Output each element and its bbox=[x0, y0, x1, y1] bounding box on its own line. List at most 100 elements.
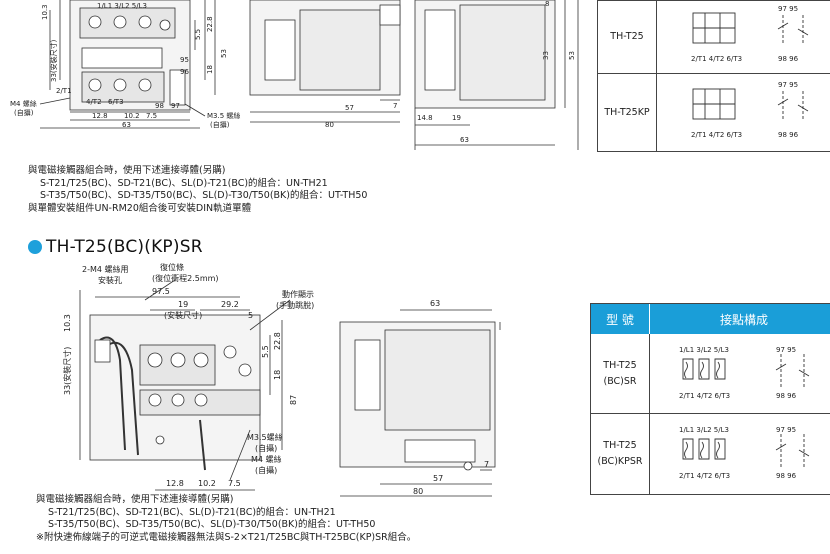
aux-97-top: 97 bbox=[171, 102, 180, 110]
dim-top-63: 63 bbox=[122, 121, 131, 129]
dim-bottom-55: 5.5 bbox=[261, 345, 270, 358]
dim-top-102: 10.2 bbox=[124, 112, 140, 120]
top-table-row1-model: TH-T25 bbox=[610, 31, 644, 42]
dim-top-80: 80 bbox=[325, 121, 334, 129]
bottom-front-body bbox=[89, 314, 261, 461]
top-row1-terminals: 2/T1 4/T2 6/T3 bbox=[691, 55, 742, 63]
callout-top-m4: M4 螺絲 bbox=[10, 99, 37, 108]
table-header-contacts: 接點構成 bbox=[650, 304, 830, 334]
bottom-contact-table: 型 號 接點構成 TH-T25 (BC)SR TH-T25 (BC)KPSR 1… bbox=[590, 303, 830, 495]
aux-98-top: 98 bbox=[155, 102, 164, 110]
top-table-schematics: 2/T1 4/T2 6/T3 97 95 98 96 2/T1 4/T2 6/T… bbox=[691, 5, 809, 139]
dim-bottom-5: 5 bbox=[248, 311, 253, 320]
label-mount-screw-1: 2-M4 螺絲用 bbox=[82, 264, 129, 274]
dim-top-57: 57 bbox=[345, 104, 354, 112]
dim-top-53b: 53 bbox=[568, 51, 576, 60]
dim-bottom-80: 80 bbox=[413, 487, 423, 496]
dim-bottom-7: 7 bbox=[484, 460, 489, 469]
bottom-row2-aux-bot: 98 96 bbox=[776, 472, 797, 480]
top-row2-aux-bot: 98 96 bbox=[778, 131, 799, 139]
callout-bottom-m35-note: (自攝) bbox=[255, 443, 277, 453]
dim-top-55: 5.5 bbox=[194, 29, 202, 40]
bottom-row2-terminals-bot: 2/T1 4/T2 6/T3 bbox=[679, 472, 730, 480]
dim-top-63b: 63 bbox=[460, 136, 469, 144]
label-reset-rod-1: 復位條 bbox=[160, 262, 184, 272]
term-6t3-top: 6/T3 bbox=[108, 98, 124, 106]
term-2t1-top: 2/T1 bbox=[56, 87, 72, 95]
dim-bottom-975: 97.5 bbox=[152, 287, 170, 296]
bottom-row1-terminals-top: 1/L1 3/L2 5/L3 bbox=[679, 346, 729, 354]
dim-top-18: 18 bbox=[206, 65, 214, 74]
dim-bottom-87: 87 bbox=[289, 395, 298, 405]
label-mount-screw-2: 安裝孔 bbox=[98, 275, 122, 285]
dim-top-228: 22.8 bbox=[206, 16, 214, 32]
dim-top-7: 7 bbox=[393, 102, 397, 110]
callout-bottom-m4: M4 螺絲 bbox=[251, 454, 282, 464]
table-header-model: 型 號 bbox=[591, 304, 650, 334]
top-row1-aux-bot: 98 96 bbox=[778, 55, 799, 63]
dim-bottom-63: 63 bbox=[430, 299, 440, 308]
dim-top-53: 53 bbox=[220, 49, 228, 58]
section-title: TH-T25(BC)(KP)SR bbox=[28, 236, 203, 258]
bottom-row2-model-2: (BC)KPSR bbox=[597, 456, 643, 467]
dim-bottom-19: 19 bbox=[178, 300, 188, 309]
bottom-row2-terminals-top: 1/L1 3/L2 5/L3 bbox=[679, 426, 729, 434]
dim-bottom-103: 10.3 bbox=[63, 314, 72, 332]
dim-bottom-mount-pitch: 33(安裝尺寸) bbox=[62, 347, 72, 395]
bottom-row1-model: TH-T25 (BC)SR bbox=[591, 334, 649, 413]
dim-top-128: 12.8 bbox=[92, 112, 108, 120]
dim-bottom-75: 7.5 bbox=[228, 479, 241, 488]
bottom-table-schematics: 1/L1 3/L2 5/L3 2/T1 4/T2 6/T3 97 95 98 9… bbox=[679, 346, 810, 480]
dim-top-8: 8 bbox=[545, 0, 549, 8]
dim-top-148: 14.8 bbox=[417, 114, 433, 122]
top-terminal-labels: 1/L1 3/L2 5/L3 bbox=[97, 2, 147, 10]
label-mount-size: (安裝尺寸) bbox=[164, 310, 202, 320]
callout-top-m4-note: (自攝) bbox=[14, 108, 34, 117]
top-row2-terminals: 2/T1 4/T2 6/T3 bbox=[691, 131, 742, 139]
label-reset-rod-2: (復位衝程2.5mm) bbox=[152, 273, 219, 283]
bottom-row1-aux-top: 97 95 bbox=[776, 346, 796, 354]
aux-96-top: 96 bbox=[180, 68, 189, 76]
dim-bottom-228: 22.8 bbox=[273, 332, 282, 350]
label-trip-ind-2: (手動跳脫) bbox=[276, 300, 314, 310]
top-note-3: S-T35/T50(BC)、SD-T35/T50(BC)、SL(D)-T30/T… bbox=[40, 190, 368, 201]
callout-bottom-m4-note: (自攝) bbox=[255, 465, 277, 475]
section-bullet-icon bbox=[28, 240, 42, 254]
bottom-row1-model-2: (BC)SR bbox=[603, 375, 637, 387]
bottom-note-1: 與電磁接觸器組合時，使用下述連接導體(另購) bbox=[36, 494, 234, 505]
callout-top-m35-note: (自攝) bbox=[210, 120, 230, 129]
bottom-row2-model: TH-T25 (BC)KPSR bbox=[591, 414, 649, 494]
bottom-row2-aux-top: 97 95 bbox=[776, 426, 796, 434]
dim-top-103: 10.3 bbox=[41, 4, 49, 20]
term-4t2-top: 4/T2 bbox=[86, 98, 102, 106]
bottom-notes: 與電磁接觸器組合時，使用下述連接導體(另購) S-T21/T25(BC)、SD-… bbox=[36, 494, 416, 544]
callout-top-m35: M3.5 螺絲 bbox=[207, 111, 240, 120]
bottom-row1-aux-bot: 98 96 bbox=[776, 392, 797, 400]
dim-top-75: 7.5 bbox=[146, 112, 157, 120]
aux-95-top: 95 bbox=[180, 56, 189, 64]
dim-bottom-102: 10.2 bbox=[198, 479, 216, 488]
top-note-1: 與電磁接觸器組合時，使用下述連接導體(另購) bbox=[28, 165, 226, 176]
bottom-row2-model-1: TH-T25 bbox=[603, 440, 637, 451]
bottom-note-4: ※附快速佈線端子的可逆式電磁接觸器無法與S-2×T21/T25BC與TH-T25… bbox=[36, 531, 417, 543]
top-contact-table: TH-T25 TH-T25KP 2/T1 4/T2 6/T3 97 95 98 … bbox=[597, 0, 830, 152]
section-title-text: TH-T25(BC)(KP)SR bbox=[46, 237, 203, 257]
top-table-row2-model: TH-T25KP bbox=[604, 106, 650, 118]
callout-bottom-m35: M3.5螺絲 bbox=[247, 432, 283, 442]
top-note-2: S-T21/T25(BC)、SD-T21(BC)、SL(D)-T21(BC)的組… bbox=[40, 177, 328, 189]
bottom-row1-terminals-bot: 2/T1 4/T2 6/T3 bbox=[679, 392, 730, 400]
dim-bottom-292: 29.2 bbox=[221, 300, 239, 309]
dim-top-mount-pitch: 33(安裝尺寸) bbox=[49, 39, 58, 82]
bottom-note-3: S-T35/T50(BC)、SD-T35/T50(BC)、SL(D)-T30/T… bbox=[48, 519, 376, 530]
top-notes: 與電磁接觸器組合時，使用下述連接導體(另購) S-T21/T25(BC)、SD-… bbox=[28, 165, 367, 215]
label-trip-ind-1: 動作顯示 bbox=[282, 289, 314, 299]
dim-top-33b: 33 bbox=[542, 51, 550, 60]
dim-bottom-18: 18 bbox=[273, 370, 282, 380]
dim-bottom-128: 12.8 bbox=[166, 479, 184, 488]
dim-top-19: 19 bbox=[452, 114, 461, 122]
top-note-4: 與單體安裝組件UN-RM20組合後可安裝DIN軌道單體 bbox=[28, 202, 252, 214]
top-row1-aux-top: 97 95 bbox=[778, 5, 798, 13]
bottom-row1-model-1: TH-T25 bbox=[603, 359, 637, 371]
